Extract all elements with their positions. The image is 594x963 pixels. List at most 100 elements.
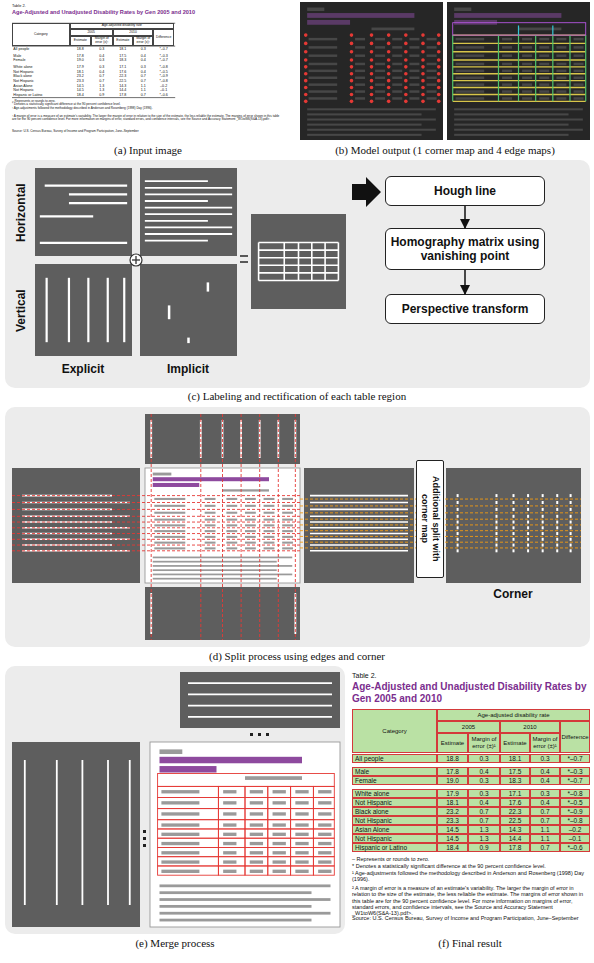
corner-point [370, 58, 374, 62]
text-bar [245, 519, 256, 521]
table-cell: 0.3 [530, 754, 560, 763]
merged-cell [158, 847, 219, 856]
edge-line [452, 35, 453, 101]
corner-point [350, 79, 354, 83]
text-bar [160, 912, 331, 915]
table-cell: 1.1 [133, 88, 153, 93]
output-map [447, 2, 590, 140]
edge-stroke [188, 716, 332, 718]
text-bar [556, 54, 566, 56]
edge-stroke [310, 544, 408, 546]
table-cell: *–0.8 [560, 816, 590, 825]
table-cell: Not Hispanic [352, 816, 437, 825]
text-bar [556, 70, 566, 72]
table-cell: *–0.7 [560, 776, 590, 785]
text-bar [556, 83, 566, 85]
corner-dot [527, 508, 529, 511]
text-bar [273, 860, 286, 863]
text-bar [282, 530, 293, 532]
text-bar [522, 46, 532, 48]
text-bar [161, 851, 199, 854]
corner-dot [527, 494, 529, 497]
split-line [12, 550, 300, 551]
edge-line [552, 25, 553, 35]
table-cell: *–0.7 [153, 58, 173, 63]
text-bar [375, 70, 385, 72]
corner-point [404, 93, 408, 97]
corner-point [370, 50, 374, 54]
table-cell: 0.3 [468, 789, 500, 798]
table-cell: Estimate [500, 733, 530, 753]
edge-stroke [207, 282, 210, 291]
text-bar [160, 919, 312, 922]
text-bar [409, 70, 419, 72]
text-bar [264, 536, 275, 538]
corner-dot [570, 544, 572, 547]
edge-stroke [310, 521, 408, 523]
text-bar [245, 530, 256, 532]
text-bar [502, 97, 512, 99]
corner-dot [542, 494, 544, 497]
text-bar [539, 83, 549, 85]
table-cell: Category [12, 23, 70, 46]
corner-point [387, 50, 391, 54]
table-cell: *–0.7 [560, 754, 590, 763]
text-bar [161, 812, 199, 815]
corner-point [387, 86, 391, 90]
corner-point [387, 58, 391, 62]
merged-cell [158, 798, 219, 809]
merged-cell [158, 838, 219, 847]
text-bar [223, 860, 236, 863]
text-bar [502, 38, 512, 40]
text-bar [375, 83, 385, 85]
table-cell: *–0.6 [560, 843, 590, 852]
table-cell: Female [352, 776, 437, 785]
text-bar [522, 83, 532, 85]
corner-point [370, 100, 374, 104]
text-bar [502, 70, 512, 72]
flow-arrow [464, 270, 466, 294]
text-bar [375, 46, 385, 48]
corner-point [437, 58, 441, 62]
panel-caption: (c) Labeling and rectification of each t… [87, 390, 507, 402]
table-cell: *–0.5 [560, 798, 590, 807]
corner-dot [570, 549, 572, 552]
image-label: Vertical [12, 266, 30, 356]
merged-cell [158, 773, 335, 786]
text-bar [223, 812, 236, 815]
corner-point [404, 33, 408, 37]
text-bar [556, 46, 566, 48]
text-bar [539, 46, 549, 48]
text-bar [409, 90, 419, 92]
text-bar [355, 97, 365, 99]
edge-stroke [145, 213, 232, 215]
corner-dot [556, 521, 558, 524]
image-label: Corner [463, 587, 563, 601]
edge-map [251, 214, 346, 309]
split-line [12, 516, 300, 517]
corner-dot [457, 538, 459, 541]
plus-symbol [135, 256, 136, 264]
node-text: Perspective transform [402, 302, 529, 316]
edge-stroke [145, 207, 232, 209]
table-cell: 17.8 [113, 93, 133, 98]
text-bar [427, 38, 437, 40]
text-bar [539, 63, 549, 65]
corner-point [304, 50, 308, 54]
text-bar [409, 38, 419, 40]
merged-cell [245, 798, 268, 809]
text-bar [205, 536, 216, 538]
table-cell: *–0.8 [153, 65, 173, 70]
table-note: Source: U.S. Census Bureau, Survey of In… [352, 915, 592, 929]
edge-stroke [45, 185, 127, 187]
corner-point [387, 72, 391, 76]
table-cell: 14.5 [437, 834, 468, 843]
text-bar [245, 498, 256, 500]
table-cell: Age-adjusted disability rate [437, 709, 590, 721]
text-bar [282, 505, 293, 507]
edge-stroke [87, 278, 89, 342]
table-cell: 23.3 [437, 816, 468, 825]
text-bar [295, 860, 308, 863]
text-bar [161, 790, 199, 793]
corner-dot [495, 508, 497, 511]
